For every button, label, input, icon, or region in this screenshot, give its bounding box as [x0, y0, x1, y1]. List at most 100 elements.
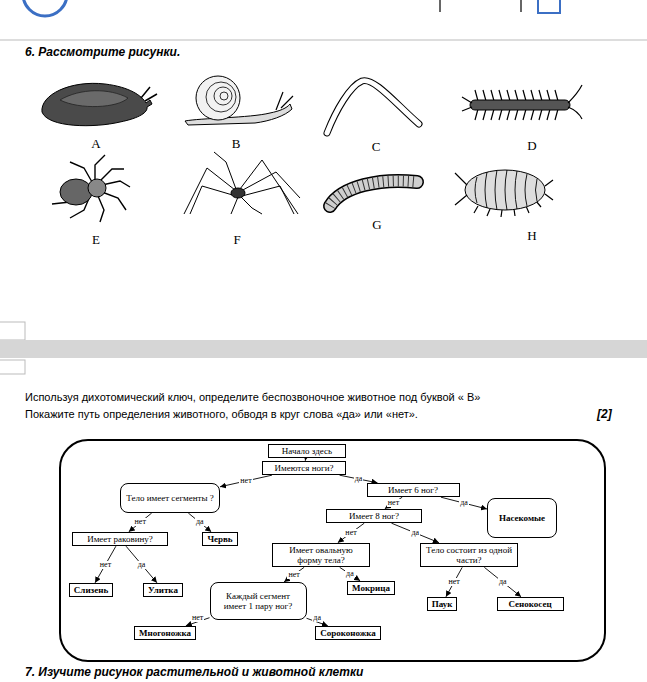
key-text: Начало здесь: [282, 446, 332, 456]
key-text: Имеет 6 ног?: [388, 485, 438, 495]
next-question: 7. Изучите рисунок растительной и животн…: [25, 665, 363, 679]
worm-drawing: [327, 81, 419, 133]
connector: [441, 497, 487, 509]
figure-letter: F: [233, 233, 240, 247]
branch-label: нет: [344, 529, 357, 537]
branch-label: нет: [239, 477, 252, 485]
branch-label: нет: [134, 518, 147, 526]
woodlouse-drawing: [455, 173, 553, 205]
figure-letter: G: [372, 218, 381, 232]
slug-drawing: [60, 91, 128, 107]
page-separator: [0, 340, 647, 358]
instruction-text: Используя дихотомический ключ, определит…: [25, 389, 530, 423]
branch-label: да: [498, 578, 508, 586]
score-mark: [2]: [597, 407, 612, 421]
worm-drawing: [327, 81, 419, 133]
connector: [129, 513, 152, 532]
branch-label: да: [312, 614, 322, 622]
key-text: Имеет раковину?: [87, 534, 153, 544]
connector: [391, 523, 438, 542]
branch-label: да: [459, 499, 469, 507]
branch-label: нет: [387, 499, 400, 507]
key-text: Тело имеет сегменты ?: [126, 493, 213, 503]
connector: [284, 567, 304, 582]
answer-box: Слизень: [69, 583, 113, 597]
connector: [446, 567, 462, 596]
connector: [220, 475, 272, 487]
key-text: Мокрица: [352, 583, 390, 593]
snail-drawing: [214, 87, 232, 105]
connector: [338, 523, 364, 542]
centipede-drawing: [462, 85, 582, 119]
key-frame: [60, 440, 605, 661]
branch-label: нет: [447, 578, 460, 586]
figure-letter: D: [527, 139, 536, 153]
question-box: Тело имеет сегменты ?: [120, 483, 220, 513]
figure-letter: E: [92, 233, 100, 247]
key-text: Многоножка: [139, 628, 191, 638]
answer-box: Насекомые: [487, 498, 557, 538]
snail-drawing: [185, 76, 293, 125]
page-separator: [0, 360, 25, 374]
question-box: Имеет 8 ног?: [326, 509, 422, 523]
toolbar-strip: [0, 40, 647, 41]
key-text: Насекомые: [499, 513, 545, 523]
key-text: Червь: [207, 534, 232, 544]
connector: [385, 497, 402, 509]
key-text: Каждый сегмент имеет 1 пару ног?: [215, 591, 302, 612]
toolbar-strip: [439, 0, 441, 12]
key-text: Улитка: [148, 585, 178, 595]
question-box: Имеет раковину?: [72, 532, 168, 546]
spider-drawing: [52, 155, 130, 222]
figure-letter: H: [527, 229, 536, 243]
slug-drawing: [42, 83, 152, 125]
worm-drawing: [327, 81, 419, 133]
question-box: Имеются ноги?: [262, 461, 346, 475]
slug-drawing: [42, 83, 157, 125]
answer-box: Сенокосец: [497, 597, 564, 611]
key-text: Слизень: [74, 585, 108, 595]
branch-label: нет: [99, 561, 112, 569]
connector: [126, 546, 157, 583]
branch-label: нет: [287, 571, 300, 579]
answer-box: Многоножка: [134, 626, 196, 640]
snail-drawing: [196, 76, 240, 120]
centipede-drawing: [470, 100, 570, 110]
branch-label: да: [137, 561, 147, 569]
key-text: Сенокосец: [508, 599, 551, 609]
question-box: Имеет овальную форму тела?: [272, 543, 370, 568]
centipede-drawing: [462, 85, 582, 120]
millipede-drawing: [330, 181, 417, 206]
millipede-drawing: [330, 181, 417, 206]
harvestman-drawing: [231, 188, 245, 198]
answer-box: Улитка: [143, 583, 183, 597]
connector: [484, 567, 521, 596]
branch-label: да: [354, 475, 364, 483]
connector: [95, 546, 116, 583]
toolbar-strip: [520, 0, 522, 12]
question-heading: 6. Рассмотрите рисунки.: [25, 45, 180, 59]
spider-drawing: [88, 179, 106, 197]
slug-drawing: [141, 87, 157, 101]
millipede-drawing: [330, 181, 417, 206]
figure-letter: B: [232, 137, 241, 151]
key-text: Паук: [432, 599, 453, 609]
page-separator: [0, 322, 647, 374]
branch-label: да: [345, 570, 355, 578]
spider-drawing: [52, 155, 130, 222]
key-text: Имеет 8 ног?: [349, 511, 399, 521]
snail-drawing: [220, 92, 228, 100]
spider-drawing: [60, 179, 92, 205]
branch-label: нет: [191, 614, 204, 622]
answer-box: Червь: [202, 532, 237, 546]
branch-label: да: [410, 529, 420, 537]
harvestman-drawing: [184, 152, 300, 214]
snail-drawing: [206, 82, 236, 112]
connector: [340, 475, 378, 483]
answer-box: Паук: [427, 597, 458, 611]
snail-drawing: [276, 92, 293, 110]
answer-box: Сороконожка: [315, 626, 381, 640]
harvestman-drawing: [184, 152, 300, 214]
